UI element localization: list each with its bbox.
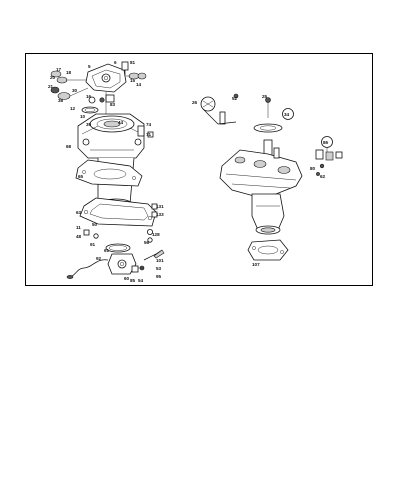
callout: 131 — [156, 204, 164, 209]
lower-gasket-frame — [79, 197, 157, 227]
callout: 44 — [118, 120, 124, 125]
callout: 81 — [130, 60, 136, 65]
callout: 6 — [114, 60, 117, 65]
callout: 26 — [192, 100, 198, 105]
callout: 63 — [76, 210, 82, 215]
callout: 128 — [152, 232, 160, 237]
small-part-set — [315, 136, 343, 176]
callout: 30 — [72, 88, 78, 93]
callout: 85 — [130, 278, 136, 283]
callout: 107 — [252, 262, 260, 267]
callout: 95 — [156, 274, 162, 279]
right-assembly — [200, 93, 343, 261]
callout: 65 — [78, 174, 84, 179]
callout: 12 — [70, 106, 76, 111]
side-bolts — [83, 131, 158, 243]
callout: 17 — [56, 67, 62, 72]
upper-gasket — [75, 159, 143, 187]
callout: 56 — [144, 240, 150, 245]
callout: 11 — [76, 225, 81, 230]
callout: 21 — [48, 84, 54, 89]
callout: 54 — [138, 278, 144, 283]
pump-top-cover — [85, 61, 129, 93]
callout: 61 — [104, 248, 110, 253]
callout: 15 — [130, 78, 136, 83]
callout: 50 — [92, 222, 98, 227]
callout: 60 — [124, 276, 130, 281]
callout: 10 — [80, 114, 86, 119]
callout: 68 — [66, 144, 72, 149]
callout: 16 — [86, 94, 92, 99]
callout: 53 — [156, 266, 162, 271]
callout: 86 — [323, 140, 329, 145]
valve-knob — [200, 93, 239, 125]
callout: 91 — [90, 242, 96, 247]
callout: 5 — [88, 64, 91, 69]
left-assembly — [50, 61, 165, 279]
callout: 20 — [50, 75, 56, 80]
callout: 14 — [136, 82, 142, 87]
callout: 92 — [96, 256, 102, 261]
callout: 34 — [284, 112, 290, 117]
right-fittings — [126, 72, 147, 80]
callout: 74 — [146, 122, 152, 127]
manifold-body — [219, 139, 303, 197]
callout: 39 — [86, 122, 92, 127]
callout: 38 — [58, 98, 64, 103]
upper-gasket-ring — [253, 97, 294, 133]
callout: 52 — [232, 96, 238, 101]
bottom-gasket-plate — [247, 239, 289, 261]
callout: 101 — [156, 258, 164, 263]
parts-diagram-frame: 17 18 5 6 81 20 21 38 30 15 14 16 83 12 … — [25, 53, 373, 286]
callout: 71 — [146, 132, 152, 137]
callout: 62 — [320, 174, 326, 179]
callout: 18 — [66, 70, 72, 75]
injector-pipe — [66, 249, 165, 279]
exploded-parts-diagram: 17 18 5 6 81 20 21 38 30 15 14 16 83 12 … — [48, 60, 343, 283]
lower-pump-unit — [105, 243, 145, 275]
callout: 133 — [156, 212, 164, 217]
callout-labels: 17 18 5 6 81 20 21 38 30 15 14 16 83 12 … — [48, 60, 329, 283]
callout: 25 — [262, 94, 268, 99]
left-fittings — [50, 70, 89, 100]
outlet-flange — [251, 193, 285, 235]
pump-main-housing — [77, 113, 145, 159]
callout: 83 — [110, 102, 116, 107]
callout: 48 — [76, 234, 82, 239]
callout: 80 — [310, 166, 316, 171]
